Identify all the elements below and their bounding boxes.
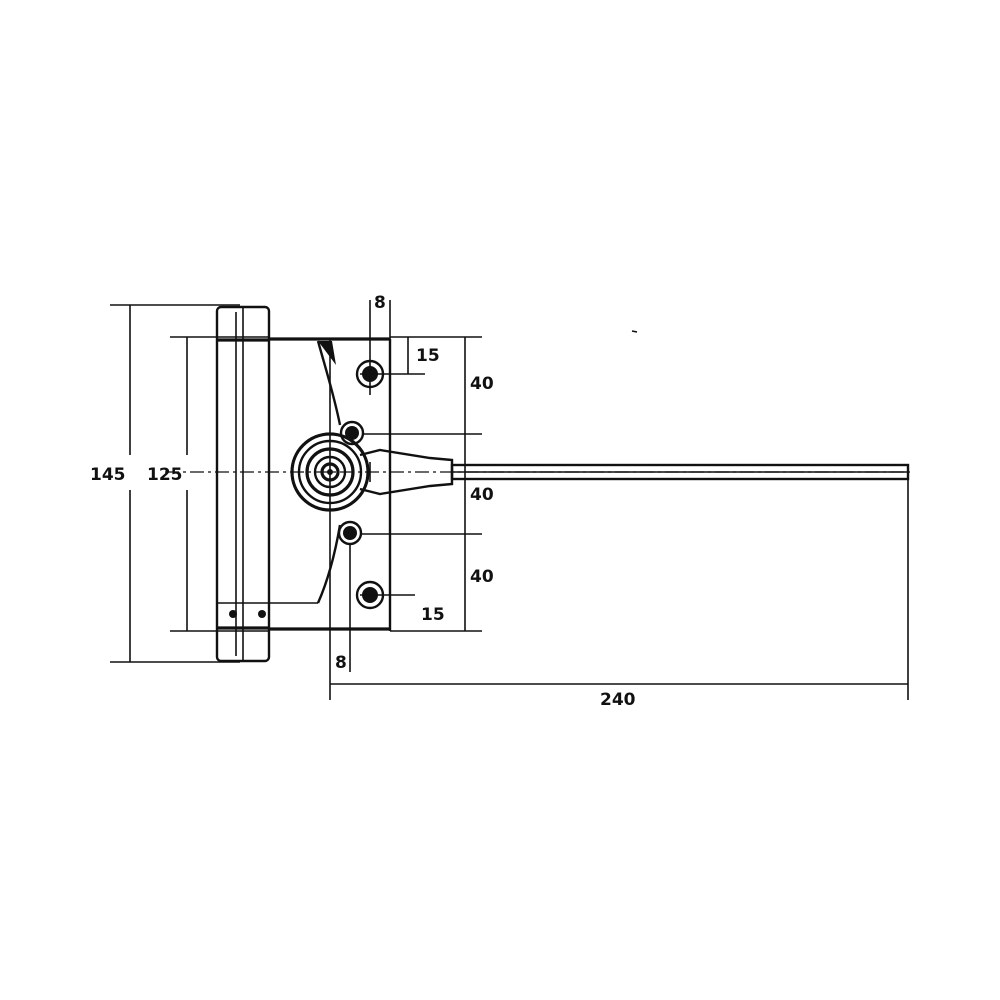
mounting-plate xyxy=(269,337,392,631)
dim-label-8-top: 8 xyxy=(374,293,386,313)
dimension-plate-height xyxy=(170,336,270,632)
rivet-left xyxy=(229,610,237,618)
dim-label-40-middle: 40 xyxy=(470,485,494,505)
dim-label-40-bottom: 40 xyxy=(470,567,494,587)
dim-label-8-bottom: 8 xyxy=(335,653,347,673)
dim-label-125: 125 xyxy=(147,465,183,485)
dim-label-15-bottom: 15 xyxy=(421,605,445,625)
hinge-barrel xyxy=(215,305,271,663)
dimension-hole-pitch xyxy=(362,336,482,632)
stray-mark xyxy=(631,330,638,333)
dim-label-40-top: 40 xyxy=(470,374,494,394)
dim-label-145: 145 xyxy=(90,465,126,485)
dim-label-15-top: 15 xyxy=(416,346,440,366)
dimension-hole-offset-bottom xyxy=(329,545,351,700)
dimension-overall-height xyxy=(110,304,240,663)
screw-hole-lower-mid xyxy=(337,520,363,546)
screw-hole-upper-mid xyxy=(339,420,365,446)
dimension-arm-length xyxy=(330,479,909,700)
dim-label-240: 240 xyxy=(600,690,636,710)
dimension-hole-offset-top-right xyxy=(360,337,425,375)
dimension-hole-offset-top xyxy=(369,300,391,395)
rivet-right xyxy=(258,610,266,618)
dimension-hole-offset-bottom-right xyxy=(360,594,415,631)
